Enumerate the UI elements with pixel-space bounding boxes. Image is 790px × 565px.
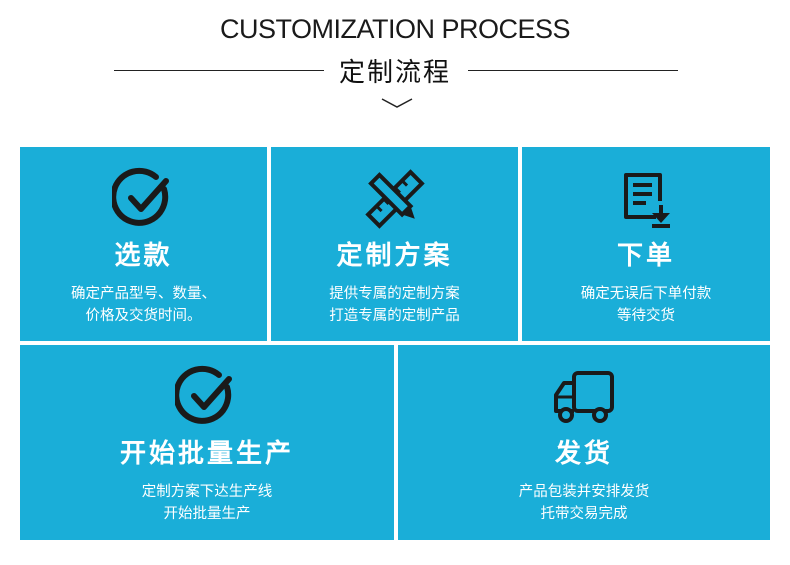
title-chinese-row: 定制流程 (0, 52, 790, 88)
page-header: CUSTOMIZATION PROCESS 定制流程 (0, 0, 790, 120)
step-description: 确定无误后下单付款 等待交货 (522, 283, 770, 327)
desc-line: 打造专属的定制产品 (329, 308, 460, 324)
step-card-shipping: 发货 产品包装并安排发货 托带交易完成 (398, 345, 770, 540)
divider-right (468, 70, 678, 71)
step-description: 产品包装并安排发货 托带交易完成 (398, 481, 770, 525)
desc-line: 提供专属的定制方案 (329, 286, 460, 302)
step-title: 发货 (554, 439, 613, 469)
step-card-select: 选款 确定产品型号、数量、 价格及交货时间。 (20, 147, 267, 341)
desc-line: 产品包装并安排发货 (518, 484, 650, 500)
divider-left (114, 70, 324, 71)
title-chinese: 定制流程 (338, 58, 451, 88)
desc-line: 托带交易完成 (540, 506, 628, 522)
desc-line: 开始批量生产 (163, 506, 251, 522)
check-circle-icon (175, 365, 232, 424)
chevron-down-icon (381, 98, 413, 108)
step-title: 定制方案 (336, 241, 453, 271)
check-circle-icon (111, 167, 169, 226)
step-card-order: 下单 确定无误后下单付款 等待交货 (522, 147, 770, 341)
desc-line: 确定无误后下单付款 (580, 286, 712, 302)
step-card-production: 开始批量生产 定制方案下达生产线 开始批量生产 (20, 345, 394, 540)
delivery-truck-icon (554, 371, 614, 423)
step-description: 定制方案下达生产线 开始批量生产 (20, 481, 394, 525)
desc-line: 定制方案下达生产线 (141, 484, 273, 500)
step-description: 提供专属的定制方案 打造专属的定制产品 (271, 283, 518, 327)
desc-line: 价格及交货时间。 (85, 308, 202, 324)
pencil-ruler-icon (364, 169, 425, 229)
desc-line: 等待交货 (617, 308, 675, 324)
step-title: 下单 (616, 241, 675, 271)
title-english: CUSTOMIZATION PROCESS (219, 14, 571, 44)
order-document-icon (624, 173, 670, 228)
step-description: 确定产品型号、数量、 价格及交货时间。 (20, 283, 267, 327)
step-title: 开始批量生产 (119, 439, 294, 469)
desc-line: 确定产品型号、数量、 (71, 286, 216, 302)
step-title: 选款 (114, 241, 173, 271)
step-card-plan: 定制方案 提供专属的定制方案 打造专属的定制产品 (271, 147, 518, 341)
